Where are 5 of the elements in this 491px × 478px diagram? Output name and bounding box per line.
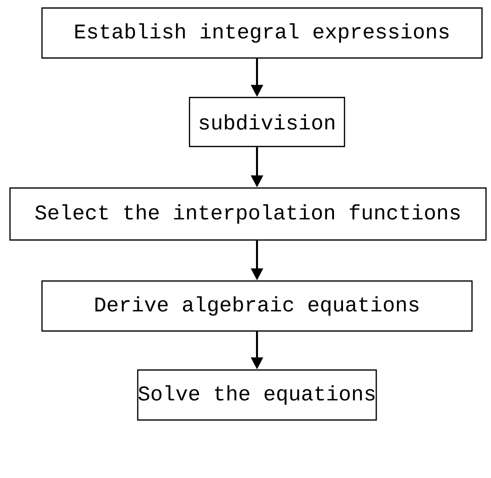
process-box: subdivision xyxy=(188,96,346,148)
process-box: Select the interpolation functions xyxy=(9,187,487,241)
process-box: Derive algebraic equations xyxy=(41,280,473,332)
process-box: Solve the equations xyxy=(137,369,377,421)
process-box: Establish integral expressions xyxy=(41,7,483,59)
